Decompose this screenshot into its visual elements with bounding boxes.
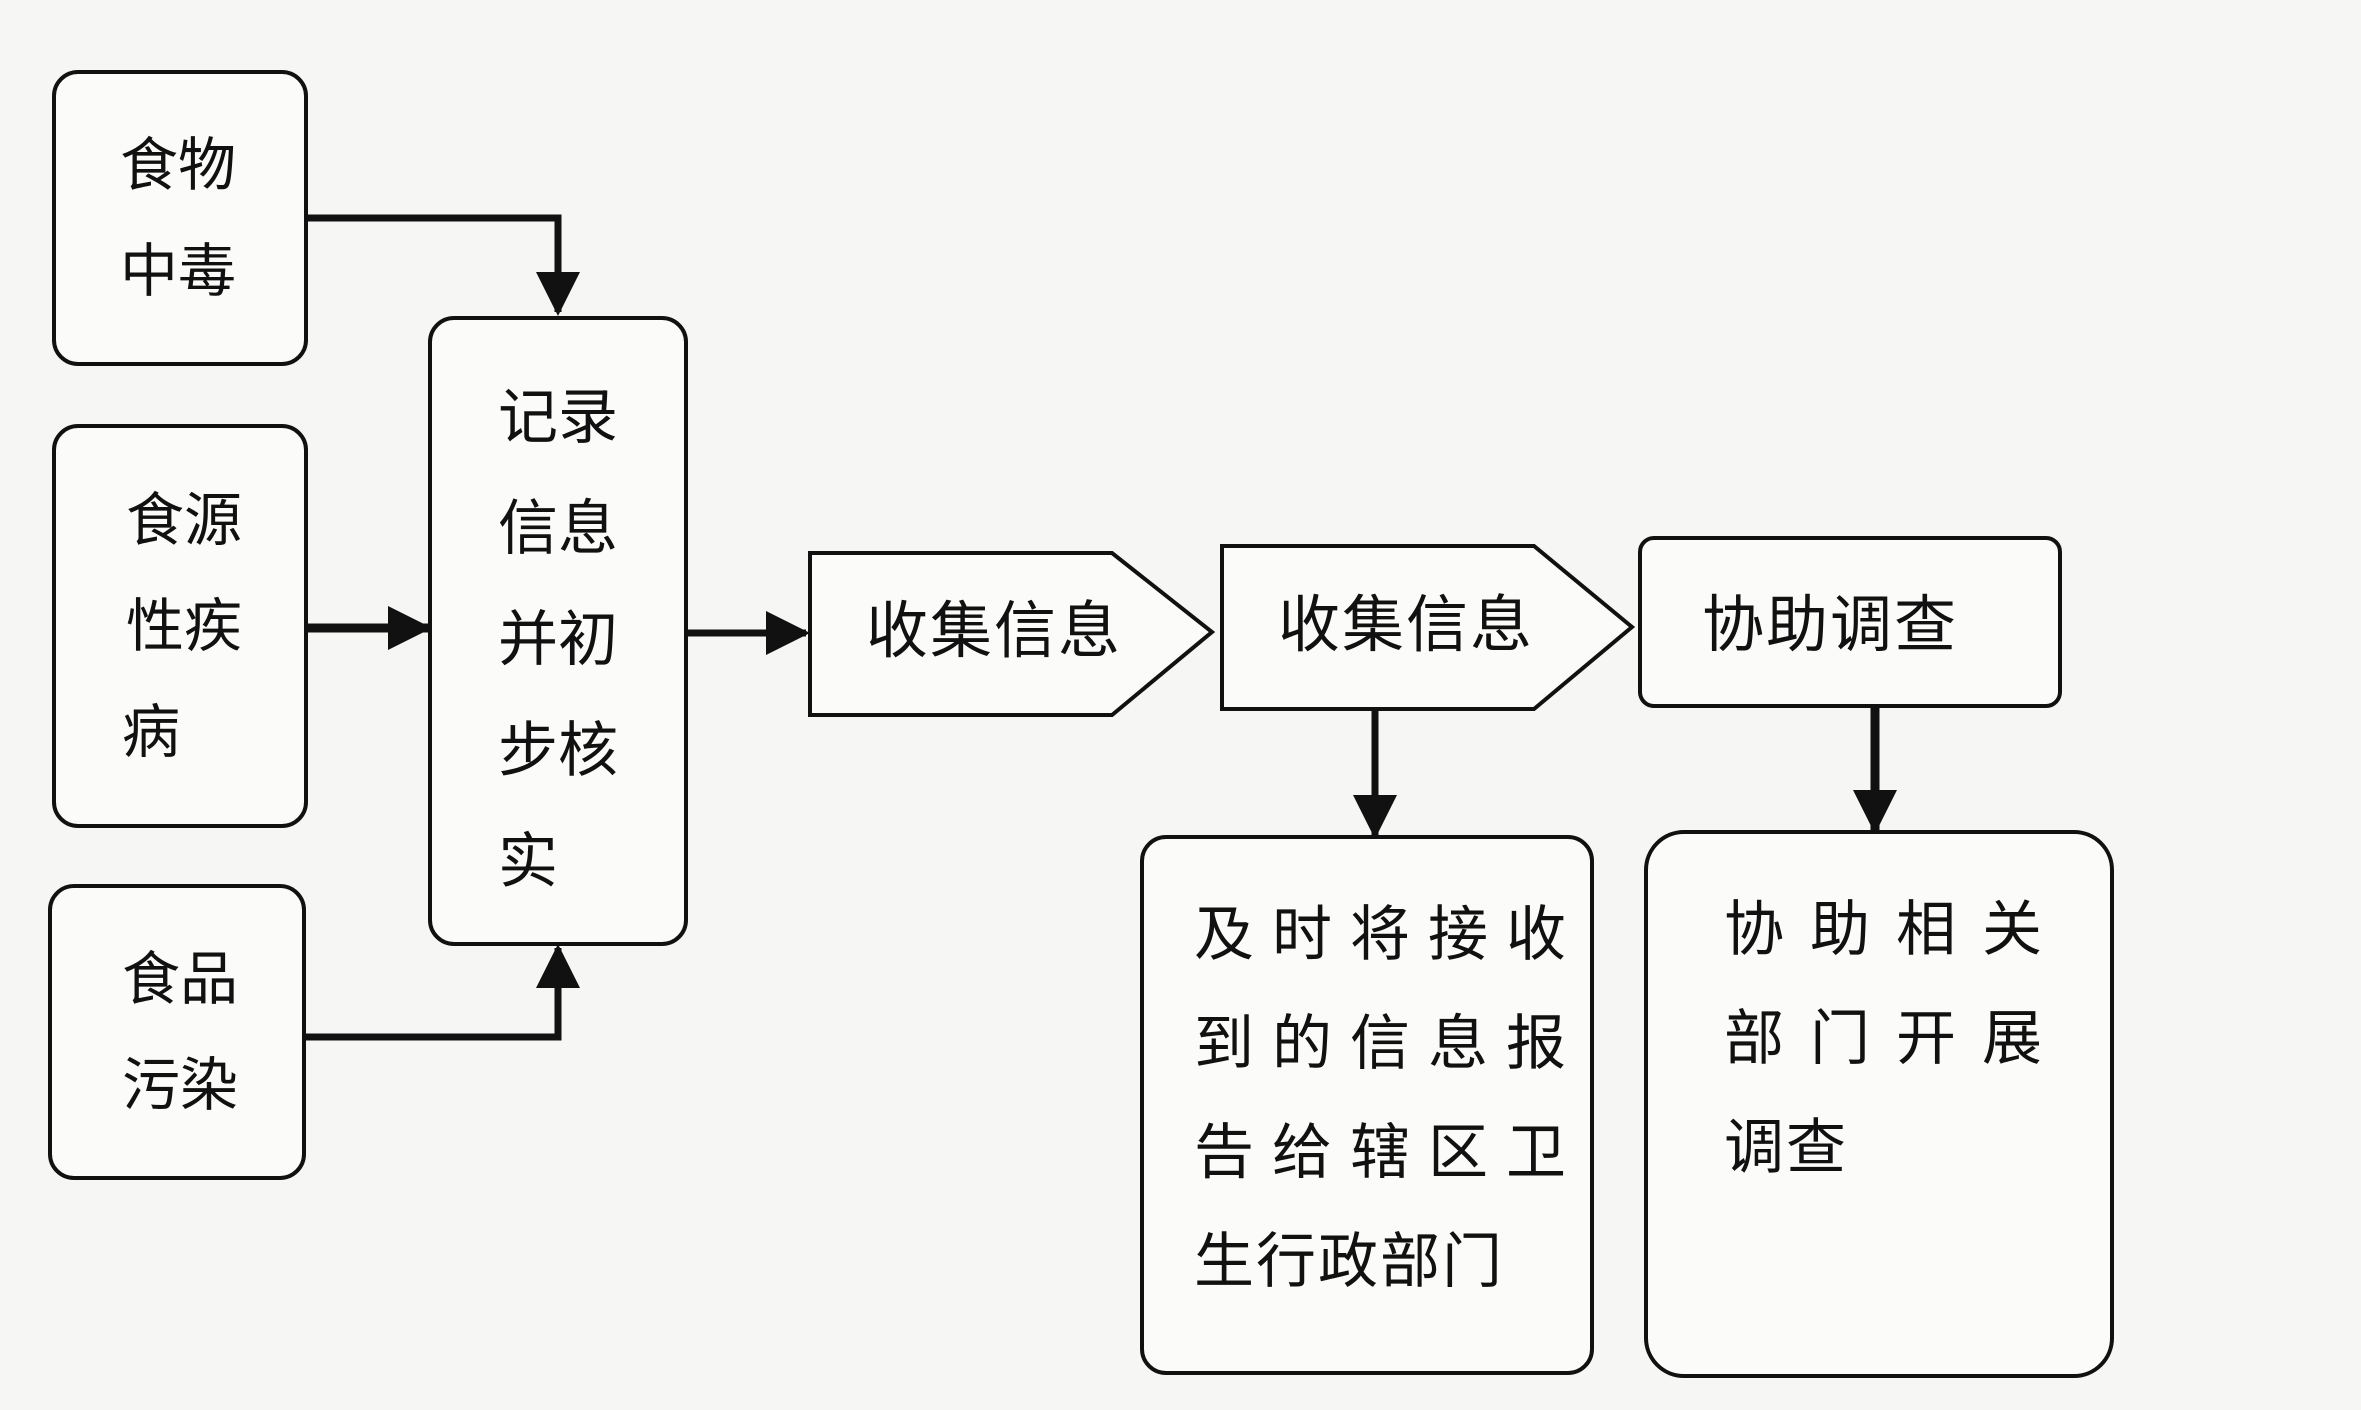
box-text-line: 部门开展	[1724, 1004, 2068, 1074]
arrow-food-poisoning-to-record	[304, 214, 580, 316]
box-text-line: 食物	[120, 131, 237, 199]
box-text-line: 步核	[498, 716, 618, 786]
box-text-line: 食源	[126, 486, 243, 554]
record-box: 记录 信息 并初 步核 实	[428, 316, 688, 946]
source-box-food-contamination: 食品 污染	[48, 884, 306, 1180]
box-text-line: 实	[498, 827, 558, 897]
arrow-food-contamination-to-record	[304, 944, 580, 1041]
box-text-line: 协助相关	[1724, 895, 2068, 965]
step-3-shape	[1638, 536, 2062, 708]
source-box-foodborne-disease: 食源 性疾 病	[52, 424, 308, 828]
box-text-line: 性疾	[126, 592, 243, 660]
box-text-line: 污染	[122, 1051, 239, 1119]
box-text-line: 调查	[1724, 1113, 1848, 1183]
box-text-line: 中毒	[120, 237, 237, 305]
box-text-line: 病	[122, 698, 181, 766]
box-text-line: 到的信息报	[1194, 1009, 1584, 1079]
assist-box: 协助相关 部门开展 调查	[1644, 830, 2114, 1378]
box-text-line: 告给辖区卫	[1194, 1118, 1584, 1188]
box-text-line: 食品	[122, 945, 239, 1013]
box-text-line: 信息	[498, 494, 618, 564]
step-3-label: 协助调查	[1702, 588, 1959, 661]
box-text-line: 并初	[498, 605, 618, 675]
step-1-label: 收集信息	[866, 594, 1123, 667]
box-text-line: 记录	[498, 383, 618, 453]
step-2-label: 收集信息	[1278, 588, 1535, 661]
source-box-food-poisoning: 食物 中毒	[52, 70, 308, 366]
step-1-shape	[808, 551, 1216, 717]
step-2-shape	[1220, 544, 1636, 711]
box-text-line: 及时将接收	[1194, 900, 1584, 970]
box-text-line: 生行政部门	[1194, 1227, 1504, 1297]
report-box: 及时将接收 到的信息报 告给辖区卫 生行政部门	[1140, 835, 1594, 1375]
